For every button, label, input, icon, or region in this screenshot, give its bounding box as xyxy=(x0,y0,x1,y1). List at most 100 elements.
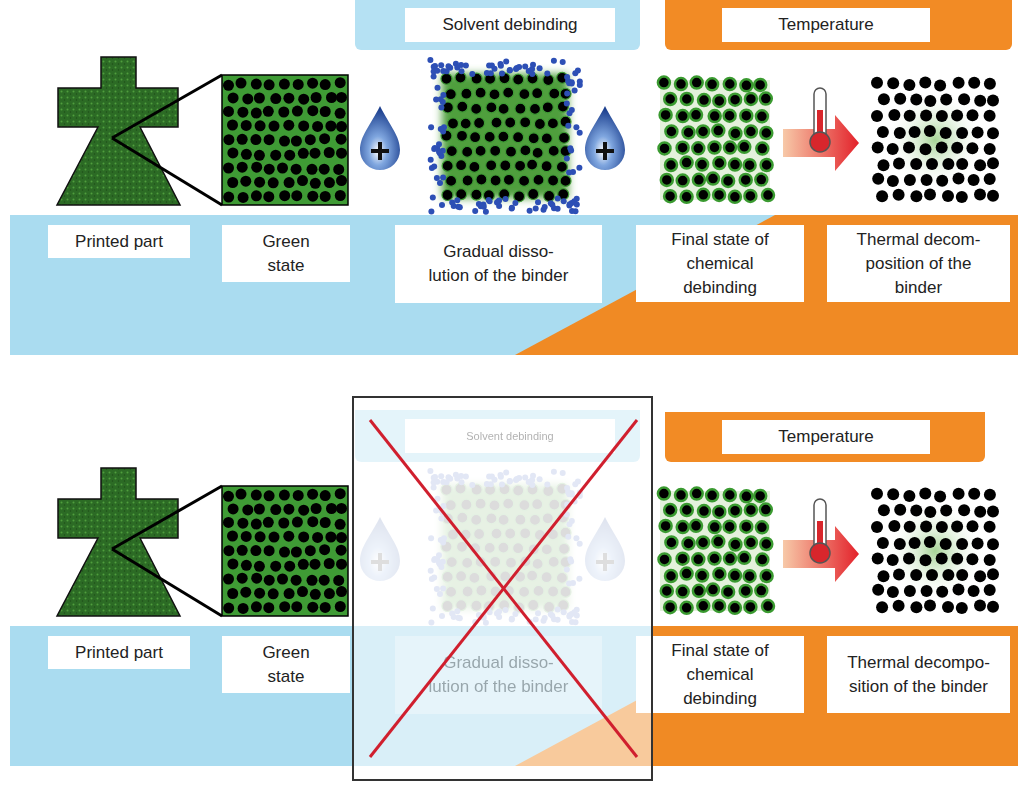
binder-molecule xyxy=(522,63,528,69)
powder-particle xyxy=(697,126,709,138)
powder-particle xyxy=(319,544,330,555)
powder-particle xyxy=(690,109,702,121)
powder-particle xyxy=(745,93,757,105)
powder-particle xyxy=(292,517,303,528)
powder-particle xyxy=(251,601,262,612)
powder-particle xyxy=(223,491,234,502)
powder-particle xyxy=(683,127,695,139)
powder-particle xyxy=(298,531,309,542)
powder-particle xyxy=(336,121,347,132)
powder-particle xyxy=(904,110,916,122)
powder-particle xyxy=(320,79,331,90)
powder-particle xyxy=(307,191,318,202)
powder-particle xyxy=(324,558,335,569)
powder-particle xyxy=(713,157,725,169)
powder-particle xyxy=(312,121,323,132)
powder-particle xyxy=(920,521,932,533)
powder-particle xyxy=(940,538,952,550)
binder-residue xyxy=(885,90,985,190)
binder-molecule xyxy=(433,97,439,103)
powder-particle xyxy=(270,93,281,104)
powder-particle xyxy=(251,490,262,501)
powder-particle xyxy=(984,78,996,90)
powder-particle xyxy=(297,586,308,597)
powder-particle xyxy=(919,488,931,500)
powder-particle xyxy=(319,133,330,144)
powder-particle xyxy=(755,585,767,597)
powder-particle xyxy=(251,162,262,173)
powder-particle xyxy=(953,584,965,596)
binder-molecule xyxy=(551,58,557,64)
powder-particle xyxy=(291,164,302,175)
powder-particle xyxy=(966,142,978,154)
powder-particle xyxy=(693,585,705,597)
powder-particle xyxy=(926,158,938,170)
powder-particle xyxy=(951,142,963,154)
powder-particle xyxy=(251,79,262,90)
powder-particle xyxy=(534,119,545,130)
powder-particle xyxy=(515,160,526,171)
binder-molecule xyxy=(509,206,515,212)
powder-particle xyxy=(967,520,979,532)
powder-particle xyxy=(958,504,970,516)
powder-particle xyxy=(270,561,281,572)
binder-molecule xyxy=(487,198,493,204)
step-label: Temperature xyxy=(778,13,873,37)
powder-particle xyxy=(675,78,687,90)
powder-particle xyxy=(307,575,318,586)
printed-part xyxy=(57,468,180,616)
powder-particle xyxy=(336,559,347,570)
powder-particle xyxy=(692,553,704,565)
powder-particle xyxy=(910,569,922,581)
powder-particle xyxy=(872,141,884,153)
powder-particle xyxy=(264,490,275,501)
powder-particle xyxy=(442,160,453,171)
step-label: Printed part xyxy=(54,230,184,254)
powder-particle xyxy=(692,142,704,154)
powder-particle xyxy=(706,78,718,90)
powder-particle xyxy=(987,601,999,613)
powder-particle xyxy=(887,77,899,89)
plus-symbol xyxy=(596,142,614,160)
powder-particle xyxy=(307,489,318,500)
powder-particle xyxy=(310,178,321,189)
powder-particle xyxy=(291,547,302,558)
binder-molecule xyxy=(572,87,578,93)
powder-particle xyxy=(270,150,281,161)
powder-particle xyxy=(712,536,724,548)
powder-particle xyxy=(237,134,248,145)
powder-particle xyxy=(335,190,346,201)
binder-molecule xyxy=(472,208,478,214)
binder-molecule xyxy=(544,70,550,76)
powder-particle xyxy=(761,570,773,582)
powder-particle xyxy=(305,545,316,556)
powder-particle xyxy=(503,174,514,185)
step-label: Green state xyxy=(251,641,321,689)
powder-particle xyxy=(967,109,979,121)
powder-particle xyxy=(284,561,295,572)
powder-particle xyxy=(324,588,335,599)
zoom-line xyxy=(112,138,222,205)
powder-particle xyxy=(503,87,514,98)
powder-particle xyxy=(665,126,677,138)
powder-particles xyxy=(871,488,999,614)
powder-particle xyxy=(530,103,541,114)
binder-molecule xyxy=(440,99,446,105)
powder-particle xyxy=(324,147,335,158)
banner-plate: Solvent debinding xyxy=(405,419,615,453)
powder-particle xyxy=(888,520,900,532)
step-label-box: Final state of chemical debinding xyxy=(636,225,804,302)
powder-particle xyxy=(740,585,752,597)
powder-particle xyxy=(887,554,899,566)
powder-particle xyxy=(240,587,251,598)
powder-particle xyxy=(894,538,906,550)
powder-particle xyxy=(240,176,251,187)
powder-particle xyxy=(972,126,984,138)
powder-particle xyxy=(251,190,262,201)
powder-particle xyxy=(709,553,721,565)
binder-molecule xyxy=(549,202,555,208)
binder-molecule xyxy=(535,199,541,205)
powder-particle xyxy=(284,588,295,599)
powder-particle xyxy=(924,506,936,518)
binder-molecule xyxy=(567,145,573,151)
